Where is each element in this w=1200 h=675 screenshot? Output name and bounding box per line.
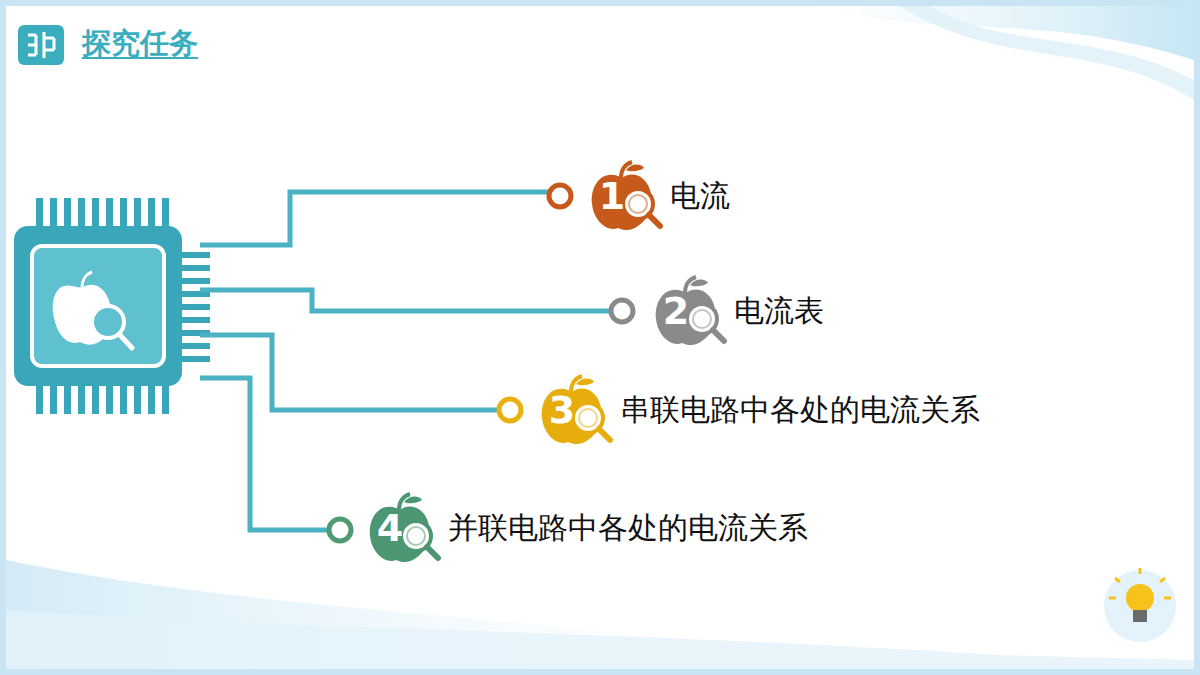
chip-pin [106, 198, 113, 230]
chip-pin [64, 382, 71, 414]
slide-title: 探究任务 [82, 24, 198, 64]
callout-number: 2 [656, 287, 696, 335]
callout-number: 1 [592, 172, 632, 220]
chip-pin [134, 198, 141, 230]
callout-number: 3 [542, 386, 582, 434]
chip-pin [78, 198, 85, 230]
chip-pin [106, 382, 113, 414]
task-item: 4 并联电路中各处的电流关系 [366, 490, 808, 566]
terminal-ring [329, 185, 633, 541]
task-label: 并联电路中各处的电流关系 [448, 508, 808, 549]
task-item: 1 电流 [588, 158, 730, 234]
chip-pin [162, 198, 169, 230]
chip-pin [50, 198, 57, 230]
chip-pin [178, 265, 210, 271]
chip-pin [178, 356, 210, 362]
chip-pin [36, 382, 43, 414]
wire [200, 192, 610, 530]
light-bulb-icon [1104, 568, 1176, 642]
apple-badge: 3 [538, 372, 614, 448]
top-wave [900, 6, 1194, 100]
task-label: 电流 [670, 176, 730, 217]
task-item: 3 串联电路中各处的电流关系 [538, 372, 980, 448]
chip-pin [178, 278, 210, 284]
chip-pin [148, 382, 155, 414]
apple-badge: 4 [366, 490, 442, 566]
chip-pin [178, 304, 210, 310]
chip-pin [92, 198, 99, 230]
chip-pin [178, 317, 210, 323]
top-wave [820, 6, 1194, 60]
chip-pin [36, 198, 43, 230]
chip-pin [50, 382, 57, 414]
chip-pin [64, 198, 71, 230]
chip-illustration [14, 198, 210, 414]
chip-pin [120, 198, 127, 230]
logo-icon [18, 25, 64, 65]
apple-badge: 2 [652, 273, 728, 349]
task-label: 电流表 [734, 291, 824, 332]
page-frame [3, 3, 1197, 672]
chip-pin [120, 382, 127, 414]
chip-pin [162, 382, 169, 414]
chip-pin [78, 382, 85, 414]
chip-pin [92, 382, 99, 414]
chip-pin [178, 252, 210, 258]
task-label: 串联电路中各处的电流关系 [620, 390, 980, 431]
bottom-wave [6, 610, 1194, 669]
apple-badge: 1 [588, 158, 664, 234]
callout-number: 4 [370, 504, 410, 552]
chip-pin [148, 198, 155, 230]
chip-pin [178, 343, 210, 349]
chip-pin [134, 382, 141, 414]
task-item: 2 电流表 [652, 273, 824, 349]
